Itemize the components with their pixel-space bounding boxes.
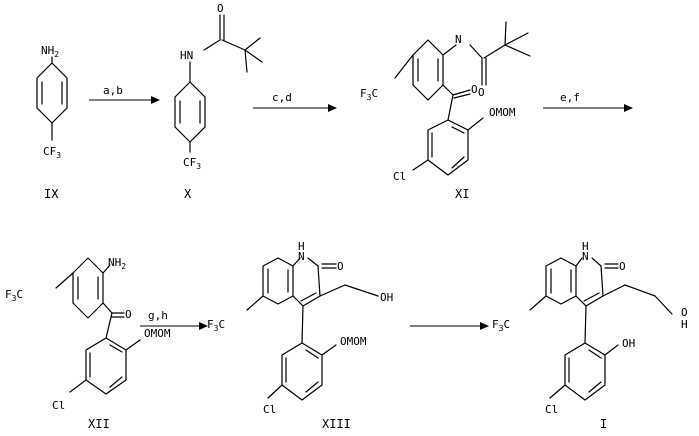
compound-xiii-structure: HN O OH OMOM Cl F3C [207, 240, 393, 416]
o-label: O [217, 2, 224, 15]
reaction-arrow-5 [410, 322, 489, 330]
omom-label: OMOM [340, 335, 367, 348]
compound-label-xii: XII [88, 417, 110, 431]
cl-label: Cl [263, 403, 276, 416]
lactam-o-label: O [337, 260, 344, 273]
phenol-oh-label: OH [622, 337, 635, 350]
hn-label: HN [180, 49, 193, 62]
compound-label-xi: XI [455, 187, 469, 201]
condition-step4: g,h [148, 309, 168, 322]
compound-xii-structure: NH2 O OMOM Cl F3C [5, 256, 171, 412]
reaction-arrow-3: e,f [543, 91, 633, 112]
f3c-label: F3C [5, 288, 23, 303]
compound-xi-structure: N O O OMOM Cl F3C [360, 22, 530, 183]
oh-label: OH [380, 291, 393, 304]
nh-label: HN [582, 240, 589, 263]
ketone-o-label: O [125, 308, 132, 321]
condition-step3: e,f [560, 91, 580, 104]
compound-label-ix: IX [44, 187, 59, 201]
nh-label: HN [298, 240, 305, 263]
cl-label: Cl [545, 403, 558, 416]
nh-label: N [455, 33, 462, 46]
condition-step2: c,d [272, 91, 292, 104]
cf3-label: CF3 [43, 145, 61, 160]
compound-ix-structure: NH2 CF3 [37, 44, 67, 160]
f3c-label: F3C [492, 318, 510, 333]
cl-label: Cl [393, 170, 406, 183]
cl-label: Cl [52, 399, 65, 412]
omom-label: OMOM [144, 327, 171, 340]
ketone-o-label: O [471, 83, 478, 96]
compound-i-structure: HN O OH OH Cl F3C [492, 240, 688, 416]
omom-label: OMOM [489, 106, 516, 119]
f3c-label: F3C [207, 318, 225, 333]
oh-label: OH [681, 306, 688, 331]
compound-label-xiii: XIII [322, 417, 351, 431]
amide-o-label: O [478, 86, 485, 99]
nh2-label: NH2 [108, 256, 126, 271]
lactam-o-label: O [619, 260, 626, 273]
condition-step1: a,b [103, 84, 123, 97]
compound-x-structure: HN O CF3 [175, 2, 262, 171]
reaction-arrow-2: c,d [253, 91, 337, 112]
f3c-label: F3C [360, 87, 378, 102]
cf3-label: CF3 [183, 156, 201, 171]
compound-label-x: X [184, 187, 192, 201]
compound-label-i: I [600, 417, 607, 431]
reaction-arrow-1: a,b [89, 84, 160, 104]
nh2-label: NH2 [41, 44, 59, 59]
